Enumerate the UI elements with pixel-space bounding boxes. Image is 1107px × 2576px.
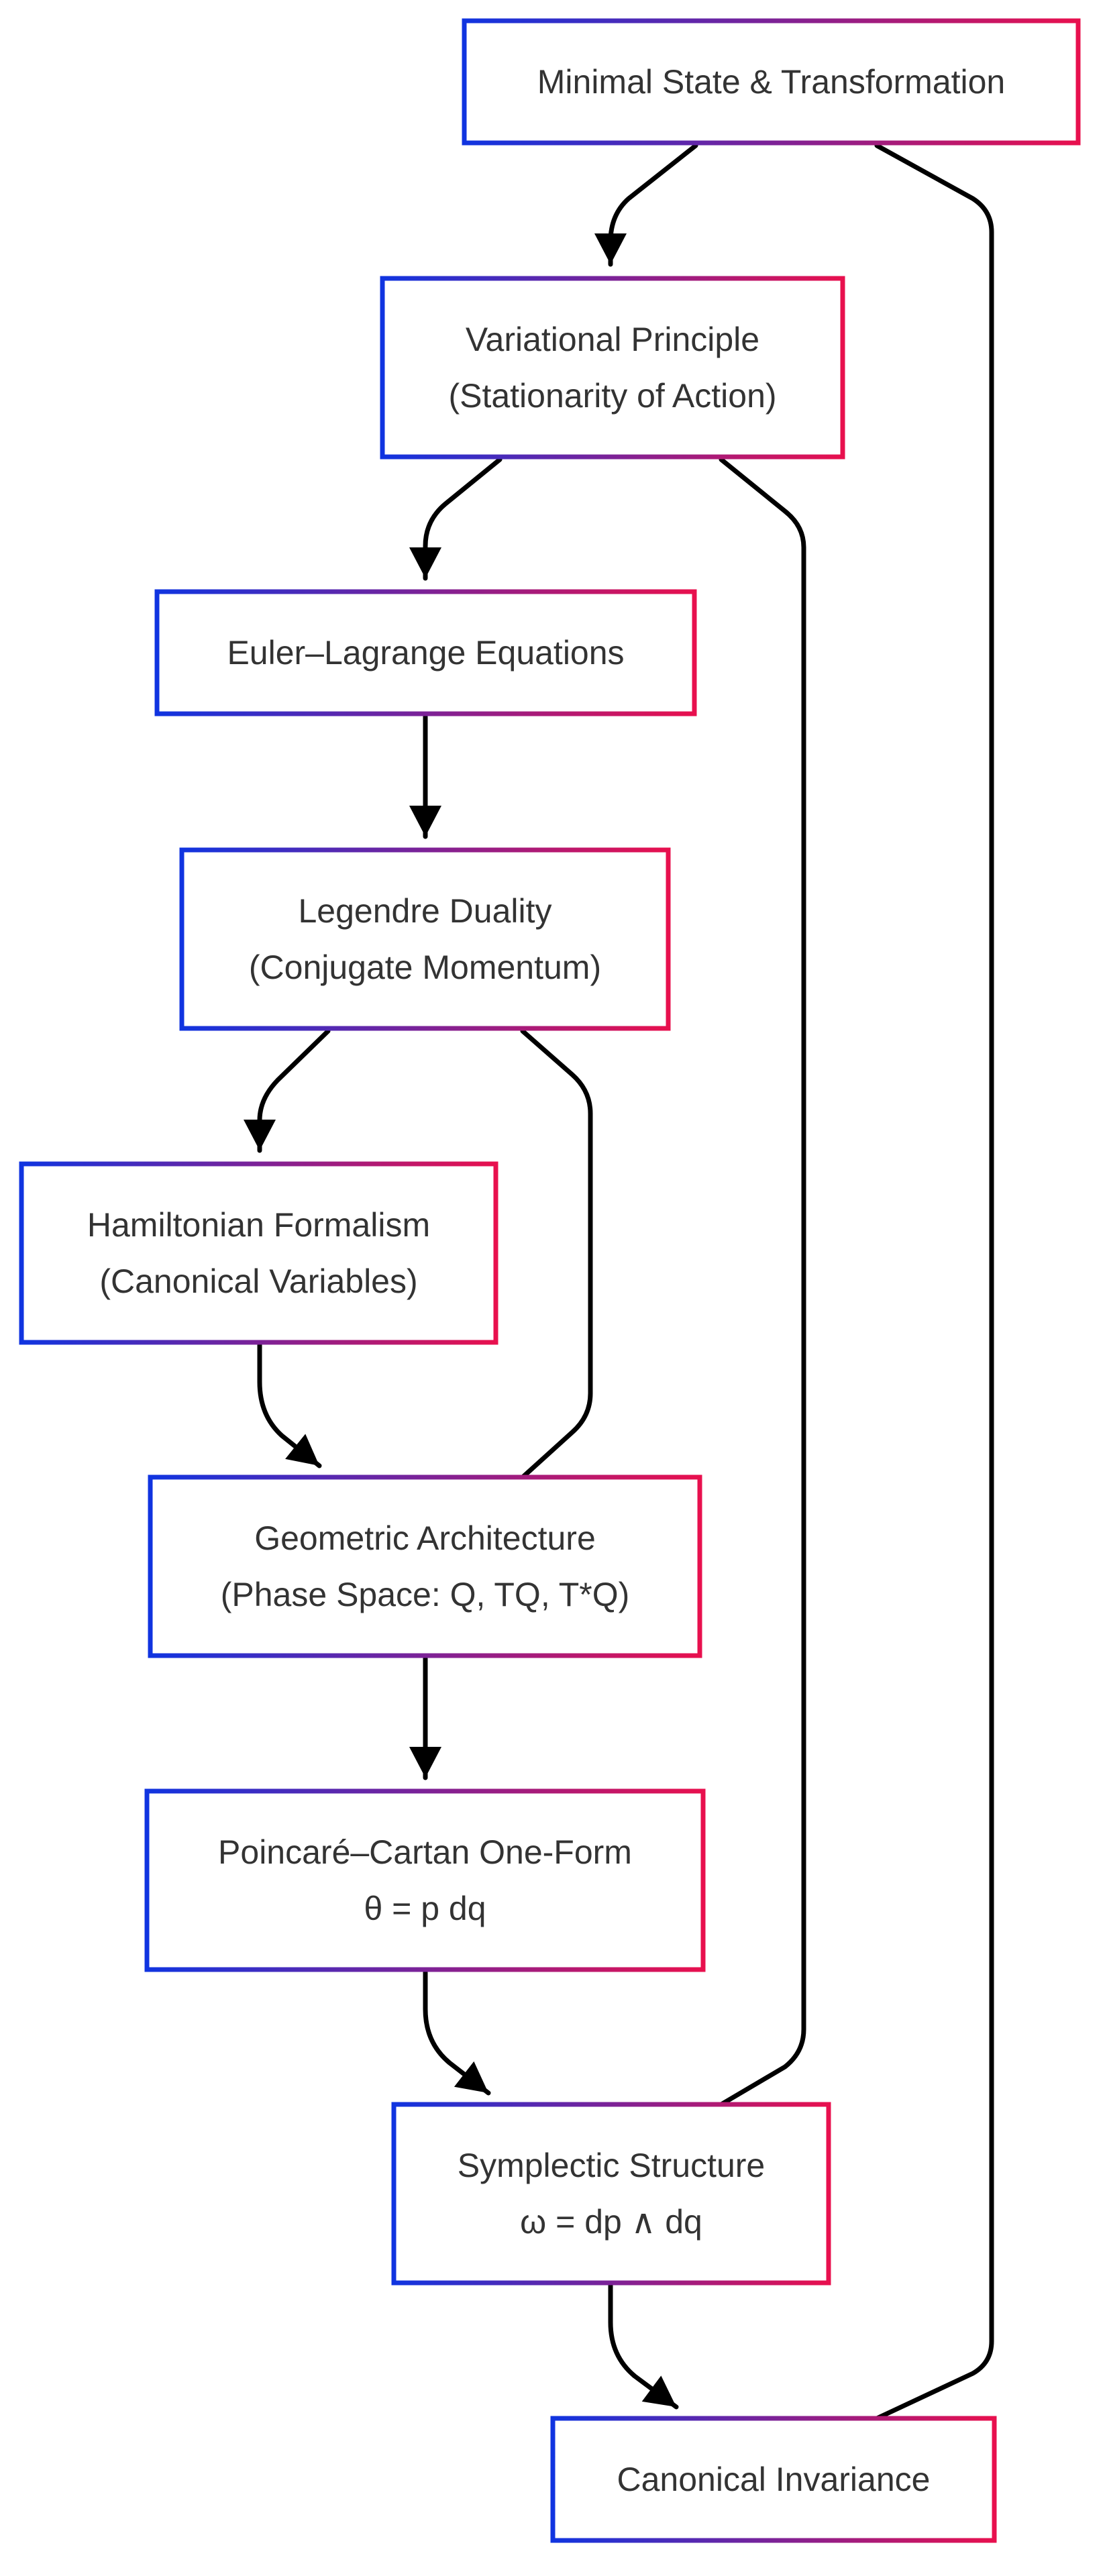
- node-hamiltonian-formalism: Hamiltonian Formalism (Canonical Variable…: [19, 1161, 498, 1345]
- node-label-geometric-architecture-line-2: (Phase Space: Q, TQ, T*Q): [221, 1576, 630, 1613]
- node-legendre-duality: Legendre Duality (Conjugate Momentum): [179, 847, 671, 1031]
- node-box-symplectic-structure: [391, 2102, 831, 2286]
- edge-legendre-duality-to-hamiltonian-formalism: [257, 1028, 331, 1153]
- edge-minimal-state-to-canonical-invariance: [874, 143, 994, 2421]
- node-label-variational-principle-line-1: Variational Principle: [466, 321, 759, 358]
- node-geometric-architecture: Geometric Architecture (Phase Space: Q, T…: [148, 1474, 702, 1658]
- node-box-euler-lagrange: [154, 589, 697, 716]
- arrowhead-symplectic-structure-to-canonical-invariance: [641, 2375, 676, 2407]
- node-label-euler-lagrange-line-1: Euler–Lagrange Equations: [227, 634, 624, 672]
- node-canonical-invariance: Canonical Invariance: [550, 2416, 997, 2543]
- node-label-poincare-cartan-line-1: Poincaré–Cartan One-Form: [218, 1833, 632, 1871]
- edge-minimal-state-to-variational-principle: [608, 143, 698, 267]
- edge-symplectic-structure-to-canonical-invariance: [608, 2283, 679, 2410]
- edge-variational-principle-to-symplectic-structure: [719, 457, 806, 2107]
- edge-variational-principle-to-euler-lagrange: [423, 457, 503, 581]
- arrowhead-euler-lagrange-to-legendre-duality: [409, 806, 441, 837]
- node-box-canonical-invariance: [550, 2416, 997, 2543]
- node-label-canonical-invariance-line-1: Canonical Invariance: [617, 2461, 931, 2498]
- node-box-poincare-cartan: [144, 1788, 706, 1972]
- node-label-legendre-duality-line-2: (Conjugate Momentum): [249, 949, 601, 986]
- arrowheads-layer: [244, 233, 676, 2407]
- edge-hamiltonian-formalism-to-geometric-architecture: [257, 1342, 322, 1468]
- arrowhead-hamiltonian-formalism-to-geometric-architecture: [285, 1434, 319, 1466]
- node-box-geometric-architecture: [148, 1474, 702, 1658]
- node-label-symplectic-structure-line-1: Symplectic Structure: [458, 2147, 765, 2184]
- node-symplectic-structure: Symplectic Structure ω = dp ∧ dq: [391, 2102, 831, 2286]
- node-box-minimal-state: [462, 18, 1081, 146]
- node-euler-lagrange: Euler–Lagrange Equations: [154, 589, 697, 716]
- edge-poincare-cartan-to-symplectic-structure: [423, 1970, 491, 2096]
- arrowhead-variational-principle-to-euler-lagrange: [409, 547, 441, 578]
- arrowhead-minimal-state-to-variational-principle: [594, 233, 627, 264]
- nodes-layer: Minimal State & TransformationVariationa…: [19, 18, 1081, 2543]
- node-box-legendre-duality: [179, 847, 671, 1031]
- edge-legendre-duality-to-geometric-architecture: [520, 1028, 593, 1480]
- node-label-hamiltonian-formalism-line-2: (Canonical Variables): [99, 1263, 417, 1300]
- node-label-variational-principle-line-2: (Stationarity of Action): [448, 377, 776, 415]
- arrowhead-poincare-cartan-to-symplectic-structure: [454, 2061, 488, 2093]
- node-label-symplectic-structure-line-2: ω = dp ∧ dq: [520, 2203, 702, 2241]
- node-label-geometric-architecture-line-1: Geometric Architecture: [254, 1519, 596, 1557]
- node-minimal-state: Minimal State & Transformation: [462, 18, 1081, 146]
- node-box-hamiltonian-formalism: [19, 1161, 498, 1345]
- node-variational-principle: Variational Principle (Stationarity of Ac…: [380, 276, 845, 460]
- node-label-legendre-duality-line-1: Legendre Duality: [298, 892, 551, 930]
- node-poincare-cartan: Poincaré–Cartan One-Form θ = p dq: [144, 1788, 706, 1972]
- arrowhead-geometric-architecture-to-poincare-cartan: [409, 1747, 441, 1778]
- node-box-variational-principle: [380, 276, 845, 460]
- node-label-hamiltonian-formalism-line-1: Hamiltonian Formalism: [87, 1206, 430, 1244]
- node-label-poincare-cartan-line-2: θ = p dq: [364, 1890, 486, 1927]
- arrowhead-legendre-duality-to-hamiltonian-formalism: [244, 1120, 276, 1150]
- edges-layer: [257, 143, 994, 2421]
- node-label-minimal-state-line-1: Minimal State & Transformation: [537, 63, 1006, 101]
